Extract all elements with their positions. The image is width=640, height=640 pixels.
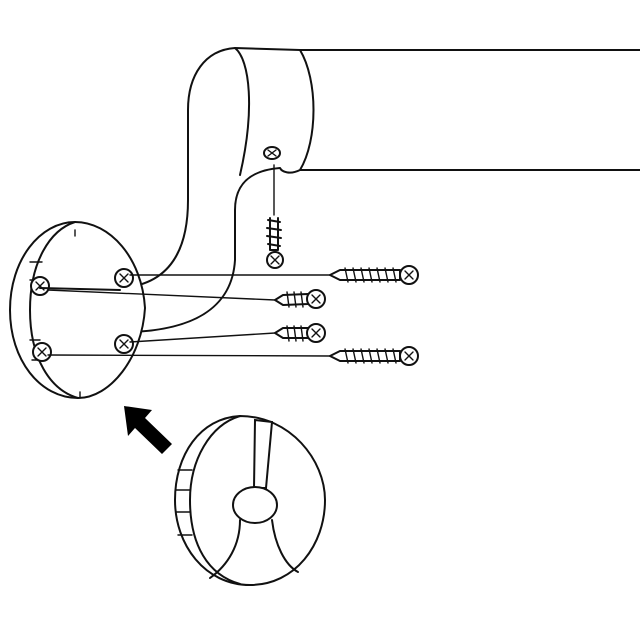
set-screw-hole xyxy=(263,146,281,160)
wall-screw-short-2 xyxy=(274,323,326,343)
wall-screw-long-2 xyxy=(329,346,419,366)
wall-screw-long-1 xyxy=(329,265,419,285)
set-screw xyxy=(266,164,284,269)
screw-guide-lines xyxy=(47,274,331,357)
arrow-icon xyxy=(124,406,172,454)
cover-cap xyxy=(173,414,327,587)
wall-plate xyxy=(8,220,147,400)
handrail-bar xyxy=(279,49,640,174)
wall-screw-short-1 xyxy=(274,289,326,309)
